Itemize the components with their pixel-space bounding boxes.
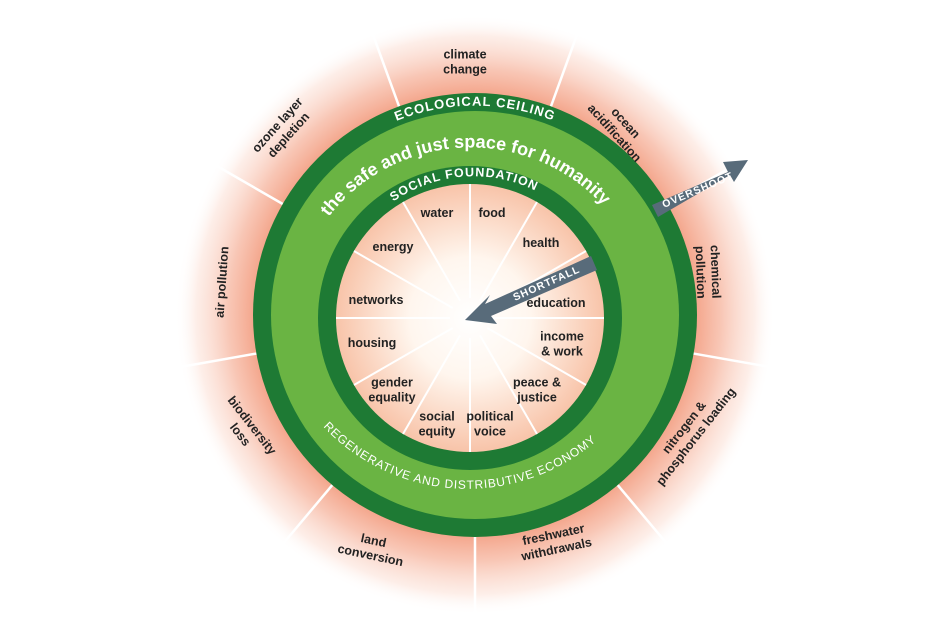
outer-spokes (179, 32, 771, 615)
label-line: education (526, 296, 585, 310)
inner-spokes (336, 184, 604, 452)
label-line: justice (516, 391, 557, 405)
outer-spoke (179, 352, 257, 369)
label-line: change (443, 63, 487, 77)
outer-spoke (693, 352, 771, 369)
inner-spoke (402, 201, 461, 302)
label-line: health (523, 236, 560, 250)
label-line: pollution (693, 246, 709, 299)
label-networks: networks (349, 293, 404, 307)
label-line: networks (349, 293, 404, 307)
label-line: gender (371, 376, 413, 390)
label-line: air pollution (213, 246, 232, 318)
label-water: water (420, 206, 454, 220)
inner-dimension-labels: water food health education income& work peac… (348, 206, 586, 439)
label-line: climate (443, 48, 486, 62)
inner-spoke (479, 201, 538, 302)
inner-spoke (353, 250, 454, 309)
label-line: chemical (708, 245, 724, 299)
label-education: education (526, 296, 585, 310)
label-line: income (540, 330, 584, 344)
label-line: peace & (513, 376, 561, 390)
inner-spoke (479, 334, 538, 435)
inner-spoke (353, 327, 454, 386)
label-income: income& work (540, 330, 584, 359)
label-food: food (478, 206, 505, 220)
label-line: social (419, 410, 454, 424)
label-peace: peace &justice (513, 376, 561, 405)
label-line: equality (368, 391, 415, 405)
outer-spoke (281, 484, 334, 546)
inner-spoke (402, 334, 461, 435)
label-energy: energy (373, 240, 414, 254)
label-air: air pollution (213, 246, 232, 318)
label-line: equity (419, 425, 456, 439)
outer-spoke (616, 484, 669, 546)
outer-spoke (549, 32, 579, 107)
outer-spoke (371, 32, 401, 107)
outer-spoke (214, 163, 284, 206)
label-line: voice (474, 425, 506, 439)
inner-spoke (486, 327, 587, 386)
label-line: housing (348, 336, 397, 350)
label-line: political (466, 410, 513, 424)
label-health: health (523, 236, 560, 250)
label-line: food (478, 206, 505, 220)
label-line: land (360, 531, 388, 550)
label-chemical: chemicalpollution (693, 245, 724, 299)
label-line: energy (373, 240, 414, 254)
label-line: water (420, 206, 454, 220)
label-housing: housing (348, 336, 397, 350)
label-line: & work (541, 345, 583, 359)
